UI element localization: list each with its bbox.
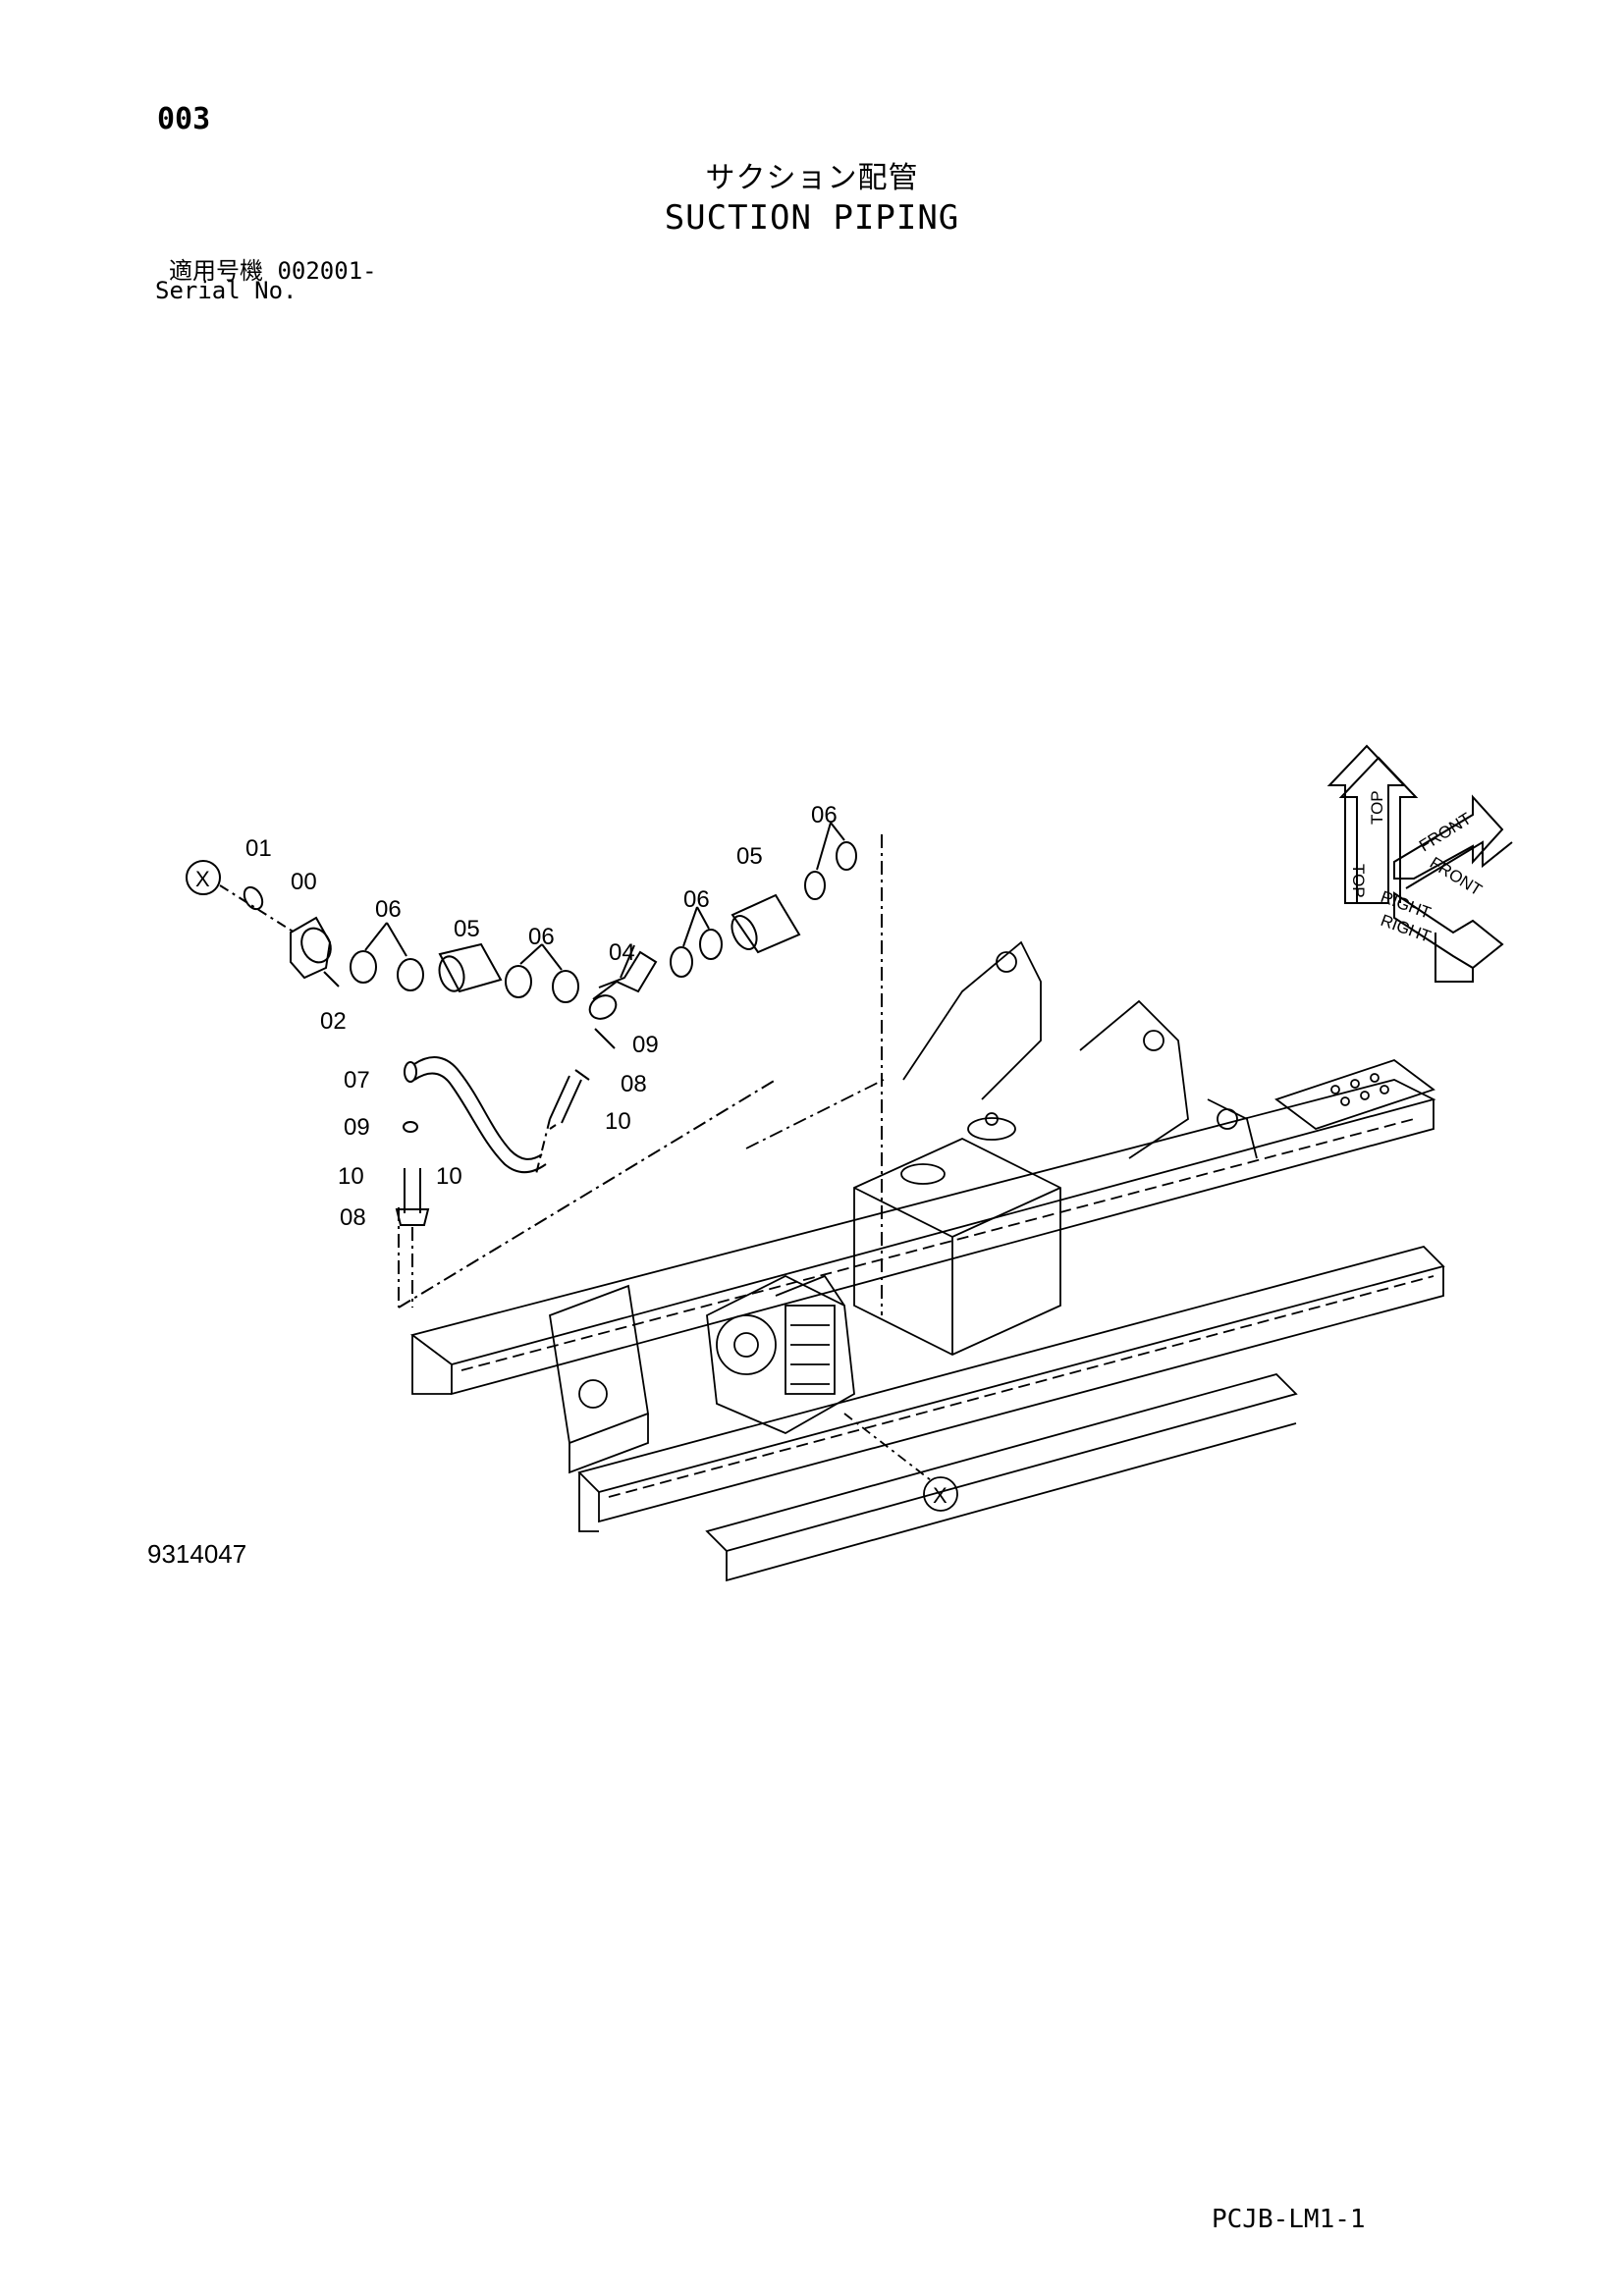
label-04: 04 — [609, 939, 635, 966]
label-06-d: 06 — [811, 802, 838, 828]
label-06-b: 06 — [528, 924, 555, 950]
callout-circle — [186, 860, 221, 895]
label-08-b: 08 — [340, 1204, 366, 1231]
direction-top-label-2: TOP — [1368, 790, 1386, 825]
label-10-b: 10 — [338, 1163, 364, 1190]
label-09-b: 09 — [344, 1114, 370, 1141]
label-10-a: 10 — [605, 1108, 631, 1135]
label-09-a: 09 — [632, 1032, 659, 1058]
upper-frame-drawing — [409, 940, 1445, 1582]
callout-marker-label: X — [195, 867, 210, 891]
label-10-c: 10 — [436, 1163, 462, 1190]
serial-label-english: Serial No. — [155, 277, 298, 304]
label-08-a: 08 — [621, 1071, 647, 1097]
suction-pipe-assembly — [186, 822, 883, 1315]
label-02: 02 — [320, 1008, 347, 1035]
label-01: 01 — [245, 835, 272, 862]
callout-circle-2 — [923, 1476, 958, 1512]
label-07: 07 — [344, 1067, 370, 1094]
figure-number: 9314047 — [147, 1539, 247, 1569]
direction-front-label-2: FRONT — [1427, 853, 1486, 899]
label-05-a: 05 — [454, 916, 480, 942]
label-05-b: 05 — [736, 843, 763, 870]
part-labels: X X 01 00 02 06 05 06 04 06 05 06 09 08 … — [195, 802, 947, 1508]
title-japanese: サクション配管 — [705, 161, 919, 195]
label-00: 00 — [291, 869, 317, 895]
label-06-c: 06 — [683, 886, 710, 913]
callout-marker-label-2: X — [933, 1483, 947, 1508]
serial-label-japanese: 適用号機 002001- — [169, 257, 377, 285]
page-number: 003 — [157, 102, 211, 136]
label-06-a: 06 — [375, 896, 402, 923]
orientation-indicator: TOP TOP FRONT FRONT RIGHT RIGHT — [1326, 744, 1513, 983]
direction-front-label: FRONT — [1416, 809, 1475, 855]
direction-top-label: TOP — [1349, 864, 1368, 898]
page-code: PCJB-LM1-1 — [1212, 2205, 1366, 2234]
title-english: SUCTION PIPING — [664, 198, 960, 238]
